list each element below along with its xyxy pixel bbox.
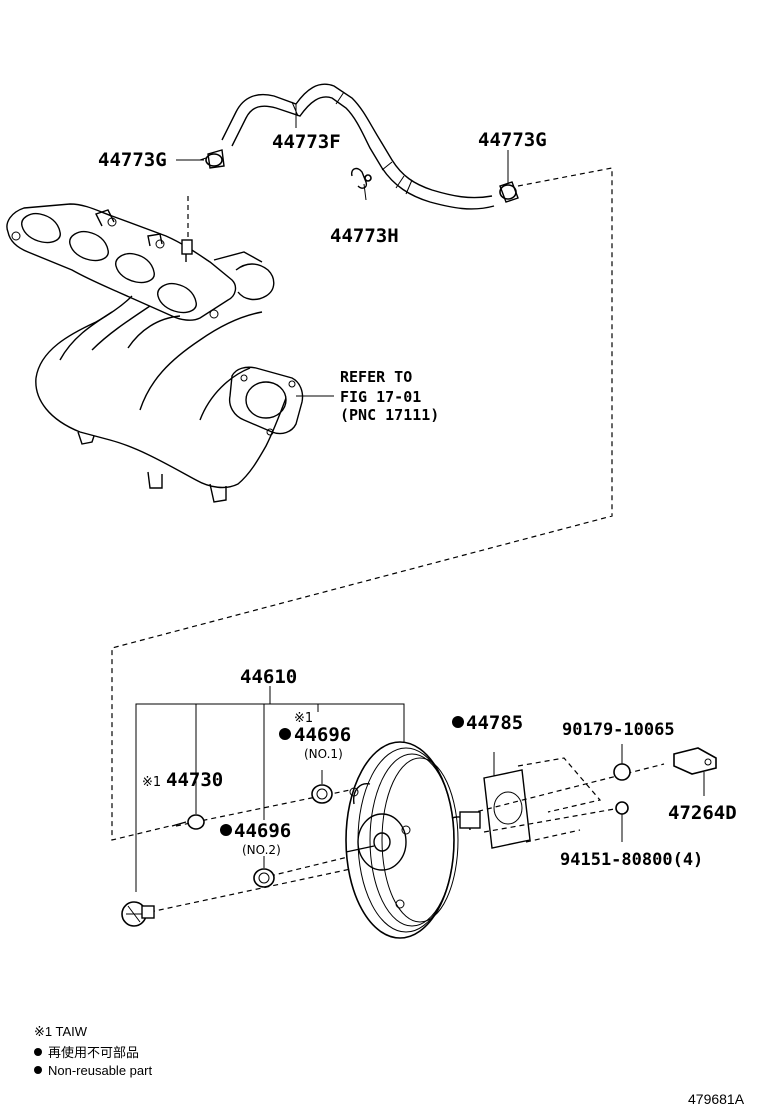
label-grommet2: 44696 [234,820,291,842]
non-reusable-dot-gasket [452,716,464,728]
legend-dot1 [34,1048,42,1056]
vacuum-fitting-illustration [121,901,155,927]
non-reusable-dot-grommet1 [279,728,291,740]
grommet-no1-illustration [311,770,333,804]
label-clamp-right: 44773G [478,129,547,151]
hose-clip-illustration [350,167,372,201]
refer-line3: (PNC 17111) [340,406,439,424]
refer-line1: REFER TO [340,368,412,386]
legend-note1: ※1 TAIW [34,1024,88,1039]
booster-gasket-illustration [483,752,602,849]
hose-clamp-left-illustration [199,149,225,169]
brake-booster-illustration [345,741,481,939]
label-clevis: 47264D [668,802,737,824]
nut-bottom-illustration [615,801,629,842]
check-valve-illustration [171,800,205,830]
assembly-bracket [135,686,405,892]
vacuum-hose-illustration [221,83,495,210]
label-grommet1: 44696 [294,724,351,746]
legend-dot2 [34,1066,42,1074]
clevis-illustration [673,747,717,796]
label-gasket: 44785 [466,712,523,734]
label-hose: 44773F [272,131,341,153]
label-nut-top: 90179-10065 [562,720,675,740]
figure-id: 479681A [688,1091,745,1107]
non-reusable-dot-grommet2 [220,824,232,836]
label-booster-assy: 44610 [240,666,297,688]
intake-manifold-illustration [6,203,304,503]
grommet-no2-illustration [253,856,275,888]
label-clip: 44773H [330,225,399,247]
label-grommet2-sub: (NO.2) [242,843,281,857]
mark-check-valve: ※1 [142,775,161,790]
label-nut-bottom: 94151-80800(4) [560,850,703,870]
refer-line2: FIG 17-01 [340,388,421,406]
legend-note3: Non-reusable part [48,1063,152,1078]
mark-grommet1: ※1 [294,711,313,726]
label-clamp-left: 44773G [98,149,167,171]
legend-note2: 再使用不可部品 [48,1045,139,1060]
hose-clamp-right-illustration [499,181,519,203]
nut-top-illustration [613,744,631,781]
label-grommet1-sub: (NO.1) [304,747,343,761]
label-check-valve: 44730 [166,769,223,791]
